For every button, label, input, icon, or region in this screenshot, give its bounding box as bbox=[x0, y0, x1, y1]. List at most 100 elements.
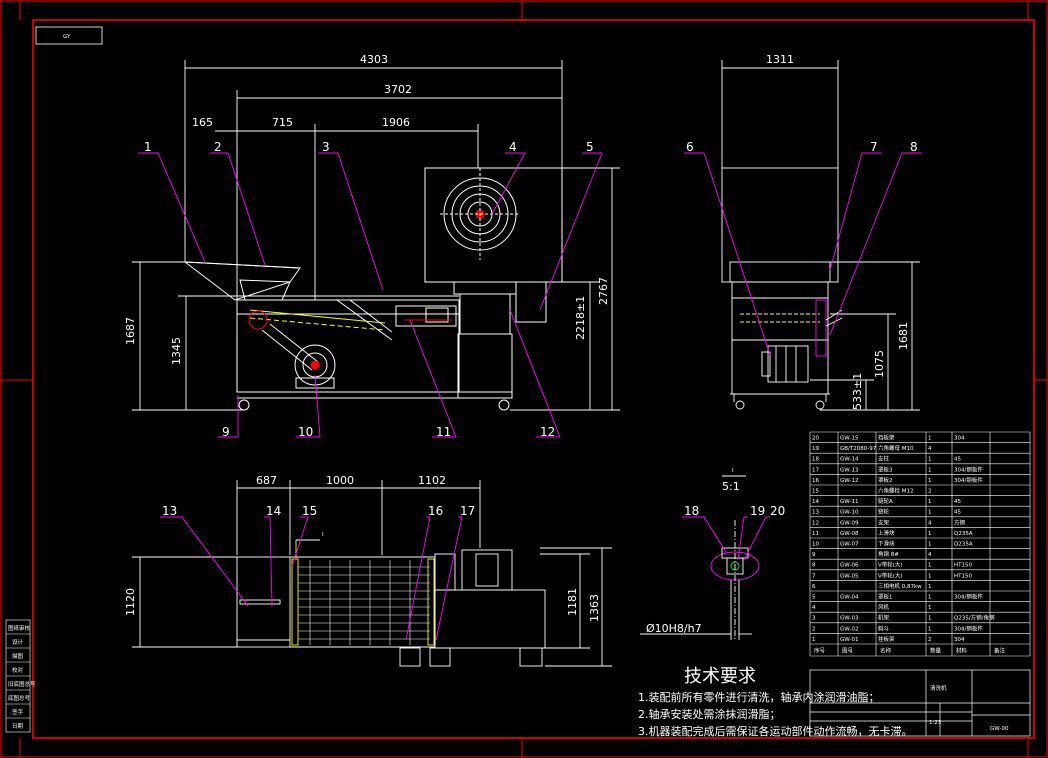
balloon-13: 13 bbox=[162, 504, 177, 518]
bom-cell: GW-10 bbox=[840, 510, 859, 516]
bom-cell: 1 bbox=[928, 595, 932, 601]
bom-cell: 6 bbox=[812, 584, 816, 590]
balloon-10: 10 bbox=[298, 425, 313, 439]
bom-cell: GW-15 bbox=[840, 436, 859, 442]
balloon-6: 6 bbox=[686, 140, 694, 154]
strip-label: 日期 bbox=[12, 723, 24, 730]
balloon-11: 11 bbox=[436, 425, 451, 439]
balloon-3: 3 bbox=[322, 140, 330, 154]
bom-cell: 1 bbox=[928, 499, 932, 505]
dim-1181: 1181 bbox=[566, 588, 579, 616]
balloon-9: 9 bbox=[222, 425, 230, 439]
title-block-code: GW-00 bbox=[990, 726, 1009, 732]
bom-cell: 1 bbox=[928, 531, 932, 537]
bom-cell: 19 bbox=[812, 446, 819, 452]
bom-cell: GW-14 bbox=[840, 457, 859, 463]
bom-cell: 角钢 8# bbox=[878, 550, 899, 558]
bom-cell: Q235A bbox=[954, 542, 973, 548]
balloon-12: 12 bbox=[540, 425, 555, 439]
bom-cell: 12 bbox=[812, 520, 819, 526]
top-leaders bbox=[160, 516, 463, 641]
side-view bbox=[721, 60, 920, 411]
balloon-4: 4 bbox=[509, 140, 517, 154]
section-mark-I: I bbox=[322, 532, 324, 538]
dim-4303: 4303 bbox=[360, 53, 388, 66]
strip-label: 描图 bbox=[12, 652, 24, 660]
bom-cell: Q235A bbox=[954, 531, 973, 537]
bom-cell: 三相电机 0.87kw bbox=[878, 582, 922, 590]
bom-cell: GW-08 bbox=[840, 531, 859, 537]
bom-cell: 15 bbox=[812, 489, 819, 495]
bom-cell: GW-04 bbox=[840, 595, 859, 601]
front-view bbox=[132, 60, 620, 411]
bom-cell: 下滑块 bbox=[878, 540, 895, 548]
bom-cell: 1 bbox=[928, 510, 932, 516]
bom-cell: 链轮 bbox=[878, 508, 890, 516]
bom-cell: V带轮(大) bbox=[878, 561, 903, 569]
dim-1311: 1311 bbox=[766, 53, 794, 66]
dim-687: 687 bbox=[256, 474, 277, 487]
bom-cell: 11 bbox=[812, 531, 819, 537]
bom-header-cell: 数量 bbox=[930, 647, 942, 655]
bom-cell: V带轮(大) bbox=[878, 571, 903, 579]
bom-cell: 20 bbox=[812, 436, 819, 442]
bom-cell: 4 bbox=[928, 520, 932, 526]
front-view-body bbox=[183, 167, 563, 411]
dim-1075: 1075 bbox=[873, 350, 886, 378]
bom-cell: 上滑块 bbox=[878, 529, 895, 537]
bom-cell: 45 bbox=[954, 499, 961, 505]
bom-cell: 罩板3 bbox=[878, 465, 893, 473]
bom-cell: GW-05 bbox=[840, 573, 859, 579]
strip-label: 图纸审核 bbox=[8, 624, 31, 632]
dim-165: 165 bbox=[192, 116, 213, 129]
bom-cell: 7 bbox=[812, 573, 816, 579]
bom-cell: 挡板架 bbox=[878, 434, 895, 442]
detail-scale: 5:1 bbox=[722, 480, 740, 493]
balloon-19: 19 bbox=[750, 504, 765, 518]
requirement-2: 2.轴承安装处需涂抹润滑脂； bbox=[638, 707, 781, 721]
bom-cell: GB/T2080-97 bbox=[840, 446, 877, 452]
title-tag: GY bbox=[63, 34, 71, 40]
bom-cell: GW-12 bbox=[840, 478, 858, 484]
dim-1102: 1102 bbox=[418, 474, 446, 487]
bom-cell: 2 bbox=[928, 489, 932, 495]
bom-cell: 支架 bbox=[878, 518, 890, 526]
bom-header-cell: 材料 bbox=[956, 647, 968, 655]
bom-cell: 10 bbox=[812, 542, 819, 548]
dim-1687: 1687 bbox=[124, 317, 137, 345]
bom-header-cell: 图号 bbox=[842, 647, 854, 655]
bom-cell: HT150 bbox=[954, 563, 972, 569]
bom-cell: 2 bbox=[928, 637, 932, 643]
balloon-15: 15 bbox=[302, 504, 317, 518]
bom-header-cell: 备注 bbox=[994, 647, 1006, 655]
balloon-8: 8 bbox=[910, 140, 918, 154]
bom-cell: 方钢 bbox=[954, 518, 966, 526]
strip-label: 设计 bbox=[12, 638, 24, 646]
bom-cell: 304/钢板件 bbox=[954, 593, 983, 601]
title-block bbox=[809, 669, 1031, 737]
bom-cell: 1 bbox=[928, 478, 932, 484]
bom-cell: 9 bbox=[812, 552, 816, 558]
detail-title: I bbox=[732, 468, 734, 474]
bom-cell: 1 bbox=[928, 573, 932, 579]
side-leaders bbox=[684, 152, 922, 356]
dim-1120: 1120 bbox=[124, 588, 137, 616]
requirement-3: 3.机器装配完成后需保证各运动部件动作流畅，无卡滞。 bbox=[638, 724, 913, 738]
dim-715: 715 bbox=[272, 116, 293, 129]
dim-2767: 2767 bbox=[597, 277, 610, 305]
bom-header-cell: 序号 bbox=[814, 647, 826, 655]
bom-cell: 机架 bbox=[878, 614, 890, 622]
bom-cell: 链轮A bbox=[878, 497, 893, 505]
balloon-14: 14 bbox=[266, 504, 281, 518]
bom-cell: HT150 bbox=[954, 573, 972, 579]
bom-cell: 风机 bbox=[878, 603, 890, 611]
balloon-17: 17 bbox=[460, 504, 475, 518]
bom-cell: GW-01 bbox=[840, 637, 858, 643]
bom-cell: 罩板2 bbox=[878, 476, 893, 484]
bom-cell: 支柱 bbox=[878, 455, 890, 463]
bom-cell: 304 bbox=[954, 637, 965, 643]
bom-cell: GW-06 bbox=[840, 563, 859, 569]
bom-cell: GW-03 bbox=[840, 616, 859, 622]
